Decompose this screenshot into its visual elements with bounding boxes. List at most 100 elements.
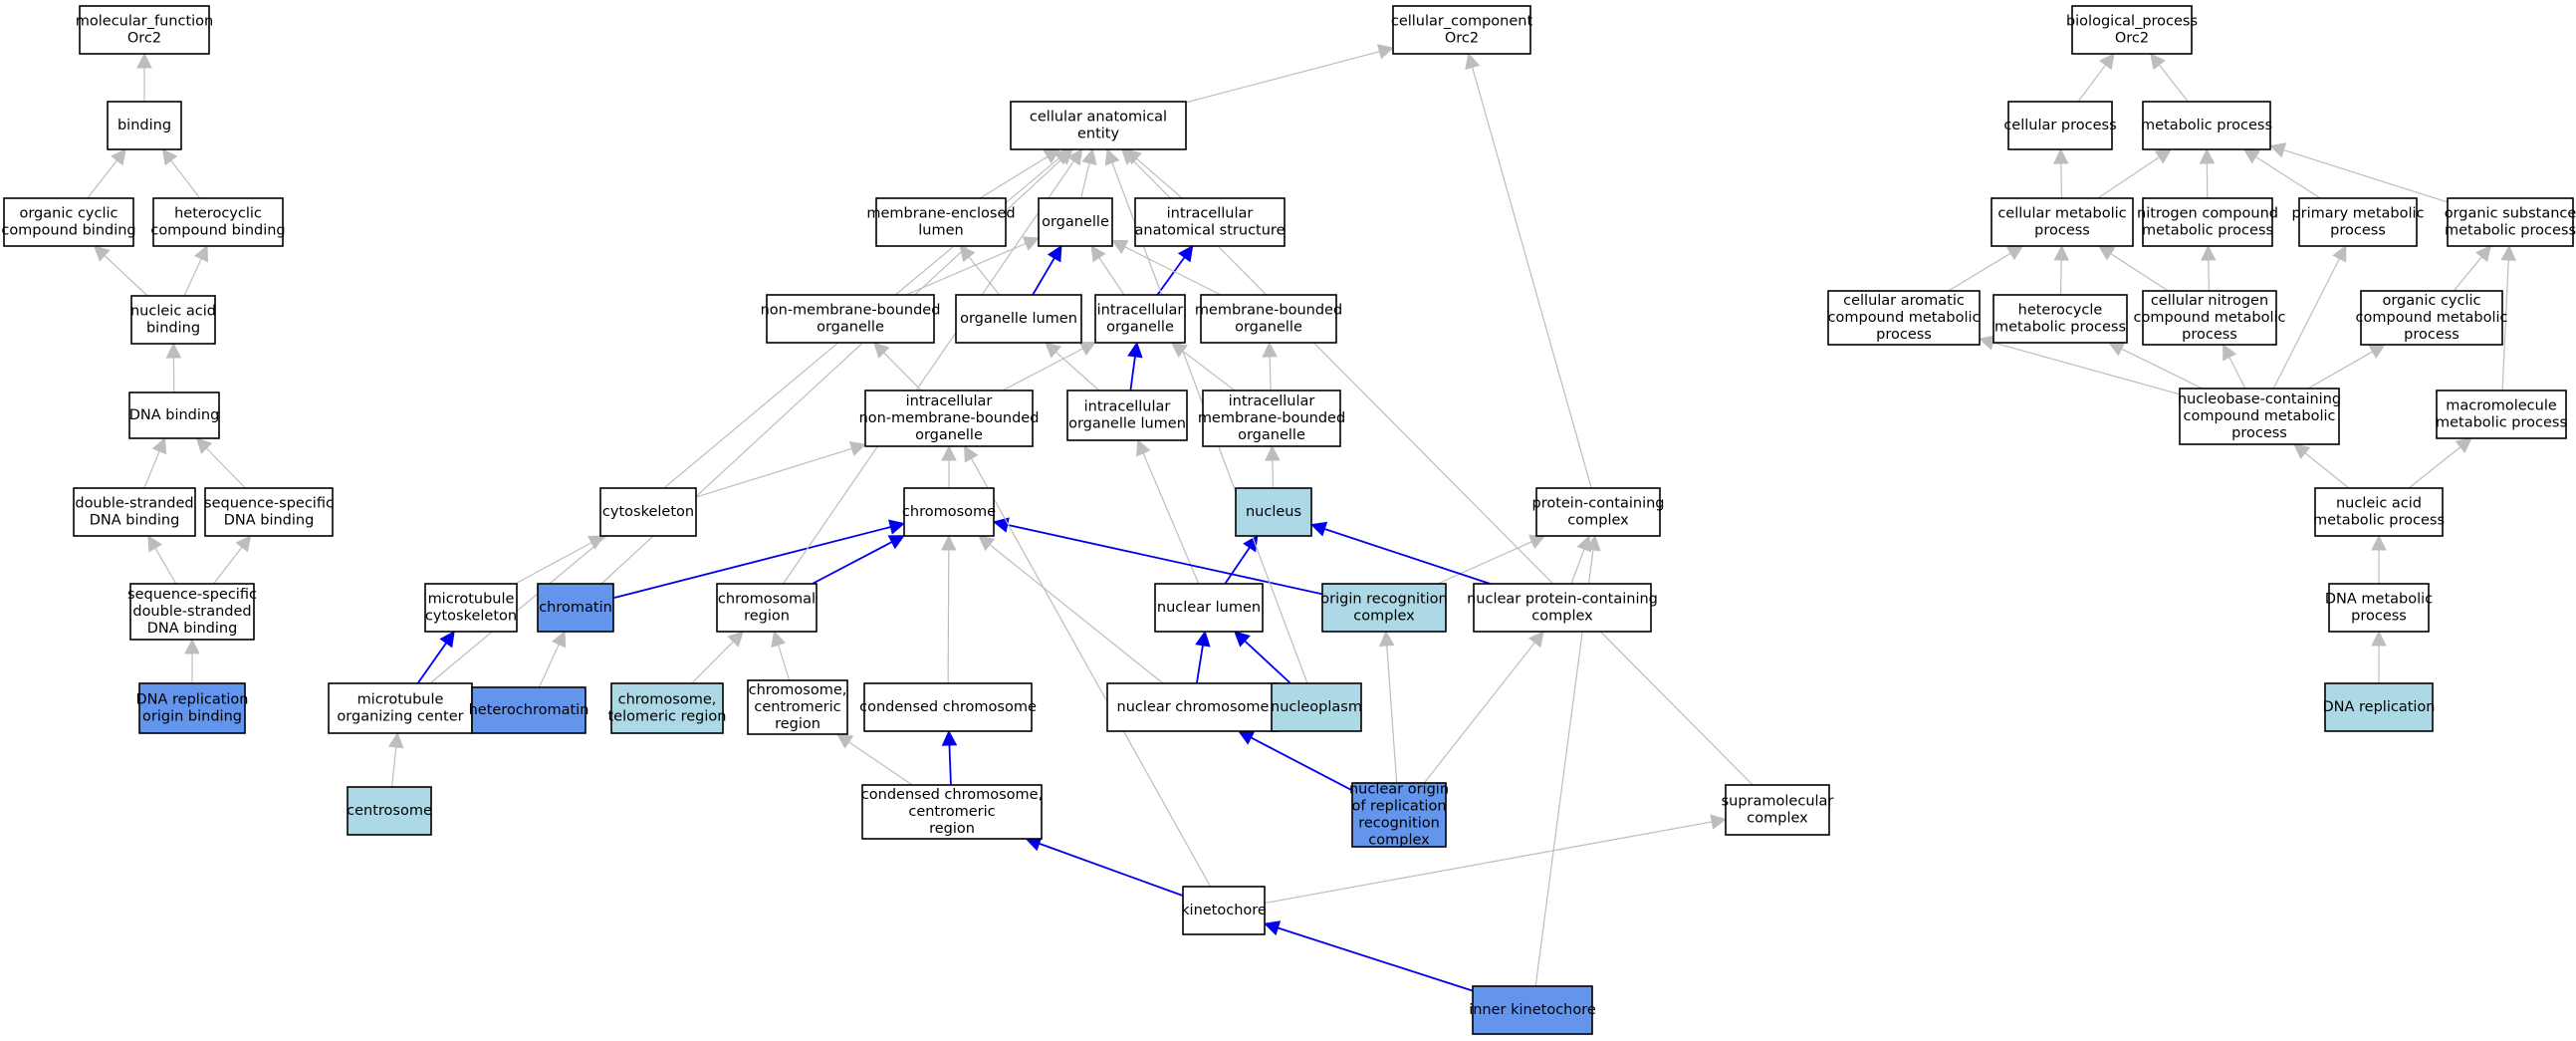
- node-binding[interactable]: binding: [107, 101, 182, 150]
- edge-arrowhead: [1054, 148, 1071, 165]
- node-nucleus[interactable]: nucleus: [1235, 487, 1312, 537]
- node-chromatin[interactable]: chromatin: [537, 583, 614, 633]
- edge-osmp-to-metproc: [2268, 142, 2449, 203]
- edge-ssdsdna-to-ssdna: [213, 535, 252, 585]
- node-nucchrom[interactable]: nuclear chromosome: [1106, 682, 1280, 732]
- node-hetchrom[interactable]: heterochromatin: [469, 686, 589, 734]
- node-label: anatomical structure: [1135, 223, 1286, 239]
- node-ctr[interactable]: chromosome,telomeric region: [608, 682, 727, 734]
- node-dnab[interactable]: DNA binding: [128, 391, 220, 439]
- node-label: cellular aromatic: [1843, 293, 1965, 309]
- node-box: [537, 583, 614, 633]
- node-condchrom[interactable]: condensed chromosome: [859, 682, 1037, 732]
- edge-line: [2208, 259, 2211, 292]
- edge-arrowhead: [2500, 244, 2517, 261]
- edge-line: [1055, 351, 1100, 391]
- node-label: recognition: [1358, 816, 1440, 832]
- edge-line: [1437, 541, 1532, 585]
- edge-arrowhead: [1710, 814, 1728, 830]
- node-box: [903, 487, 995, 537]
- node-kine[interactable]: kinetochore: [1181, 886, 1267, 935]
- node-box: [610, 682, 724, 734]
- edge-arrowhead: [2332, 245, 2347, 263]
- node-nucleoplasm[interactable]: nucleoplasm: [1271, 682, 1362, 732]
- edge-line: [1278, 926, 1474, 992]
- node-label: cellular anatomical: [1030, 110, 1167, 126]
- node-innerkine[interactable]: inner kinetochore: [1469, 985, 1596, 1035]
- edge-arrowhead: [2223, 344, 2237, 362]
- node-nuclum[interactable]: nuclear lumen: [1154, 583, 1264, 633]
- edge-arrowhead: [2099, 53, 2115, 71]
- edge-arrowhead: [964, 445, 979, 463]
- node-cellproc[interactable]: cellular process: [2003, 101, 2117, 150]
- edge-chromreg-to-cae: [783, 148, 1083, 585]
- edge-arrowhead: [2371, 630, 2387, 647]
- edge-nucleus-to-imbo: [1265, 444, 1281, 489]
- edge-binding-to-mf: [136, 52, 152, 102]
- node-box: [347, 786, 432, 836]
- node-chrom[interactable]: chromosome: [902, 487, 996, 537]
- edge-arrowhead: [2371, 534, 2387, 551]
- node-box: [1202, 390, 1341, 447]
- node-box: [2360, 290, 2503, 346]
- node-inmbo[interactable]: intracellularnon-membrane-boundedorganel…: [859, 390, 1040, 447]
- node-cytosk[interactable]: cytoskeleton: [599, 487, 697, 537]
- node-metproc[interactable]: metabolic process: [2141, 101, 2272, 150]
- edge-hcb-to-binding: [161, 148, 201, 199]
- node-box: [128, 391, 220, 439]
- node-centrosome[interactable]: centrosome: [347, 786, 432, 836]
- node-orglum[interactable]: organelle lumen: [955, 294, 1082, 344]
- edge-line: [416, 642, 447, 684]
- node-box: [2436, 390, 2567, 439]
- edge-line: [1992, 342, 2181, 395]
- node-label: centromeric: [908, 804, 995, 820]
- node-box: [2007, 101, 2113, 150]
- node-dnarep[interactable]: DNA replication: [2323, 682, 2436, 732]
- node-org[interactable]: organelle: [1038, 197, 1113, 247]
- edge-arrowhead: [887, 535, 905, 550]
- edge-line: [848, 741, 913, 786]
- edge-cmp-to-cellproc: [2052, 147, 2069, 199]
- edge-arrowhead: [2150, 53, 2166, 71]
